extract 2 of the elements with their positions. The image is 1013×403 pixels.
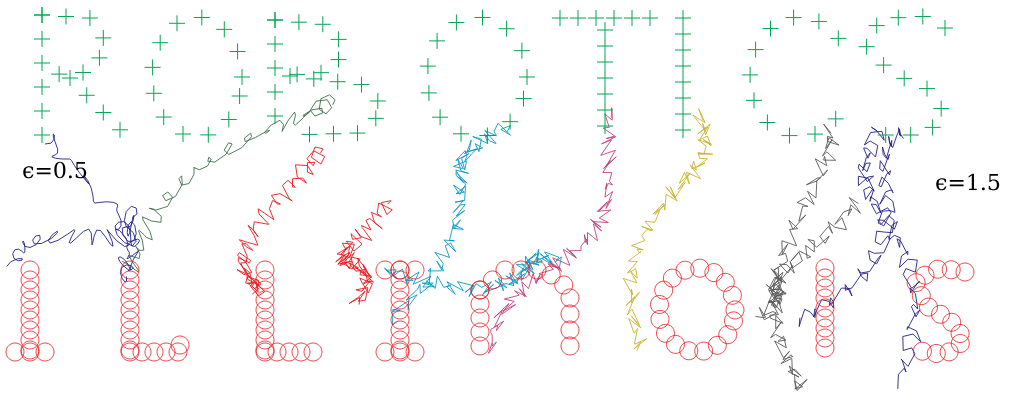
epsilon-label: ϵ=0.5 [23,161,87,179]
epsilon-label: ϵ=1.5 [936,173,1000,191]
